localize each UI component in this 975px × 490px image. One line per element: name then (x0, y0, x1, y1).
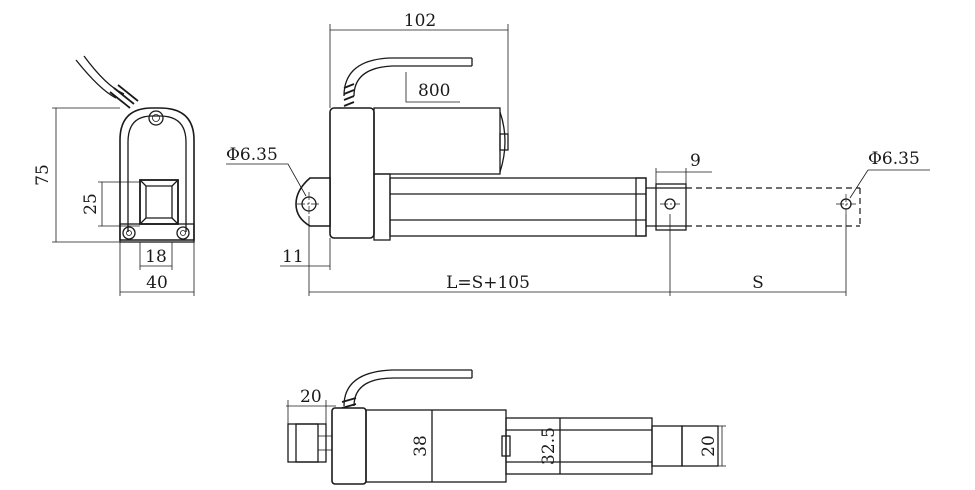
dim-end-height: 75 (33, 164, 53, 186)
top-view-clevis (287, 423, 327, 463)
end-view-left-hole (122, 226, 136, 240)
dim-end-hole-spacing: 18 (145, 247, 167, 267)
top-view-cable-strain (341, 397, 357, 421)
top-view-gearbox (331, 407, 367, 485)
side-view-cable (343, 57, 472, 97)
dim-rod-width: 20 (699, 435, 719, 457)
dim-front-hole-dia: Φ6.35 (868, 149, 920, 169)
dim-cable-length: 800 (418, 81, 450, 101)
side-view-cable-strain (343, 83, 355, 107)
side-view-rear-clevis (295, 177, 331, 227)
dim-clevis-width: 20 (300, 387, 322, 407)
dim-rear-offset: 11 (282, 247, 304, 267)
end-view-cable-strain-relief (109, 84, 139, 109)
dim-retracted-length: L=S+105 (446, 273, 530, 293)
top-view: 20 38 32.5 20 (286, 369, 726, 485)
side-view-rod-end (655, 183, 687, 231)
end-view-bracket (119, 107, 195, 241)
end-view-right-hole (176, 226, 190, 240)
side-view: 102 800 Φ6.35 9 Φ6.35 11 L=S+105 S (226, 11, 930, 296)
end-view: 75 25 18 40 (33, 55, 195, 296)
dim-motor-dia: 38 (411, 435, 431, 457)
end-view-top-hole (148, 110, 164, 126)
top-view-motor (365, 409, 507, 483)
dim-cable-leader (405, 72, 460, 103)
end-view-cable (75, 59, 117, 99)
dim-tube-width: 32.5 (539, 427, 559, 465)
top-view-rod (681, 425, 719, 467)
side-view-motor (373, 107, 501, 175)
dim-end-slot: 25 (81, 193, 101, 215)
dim-rod-end-offset: 9 (690, 151, 701, 171)
dim-rear-hole-dia: Φ6.35 (226, 145, 278, 165)
dim-stroke: S (752, 273, 764, 293)
top-view-tube (505, 417, 653, 475)
dim-end-width: 40 (146, 273, 168, 293)
dim-side-overall-top: 102 (404, 11, 436, 31)
top-view-cable (343, 369, 472, 407)
side-view-tube (389, 177, 647, 237)
side-view-gearbox (329, 107, 375, 239)
